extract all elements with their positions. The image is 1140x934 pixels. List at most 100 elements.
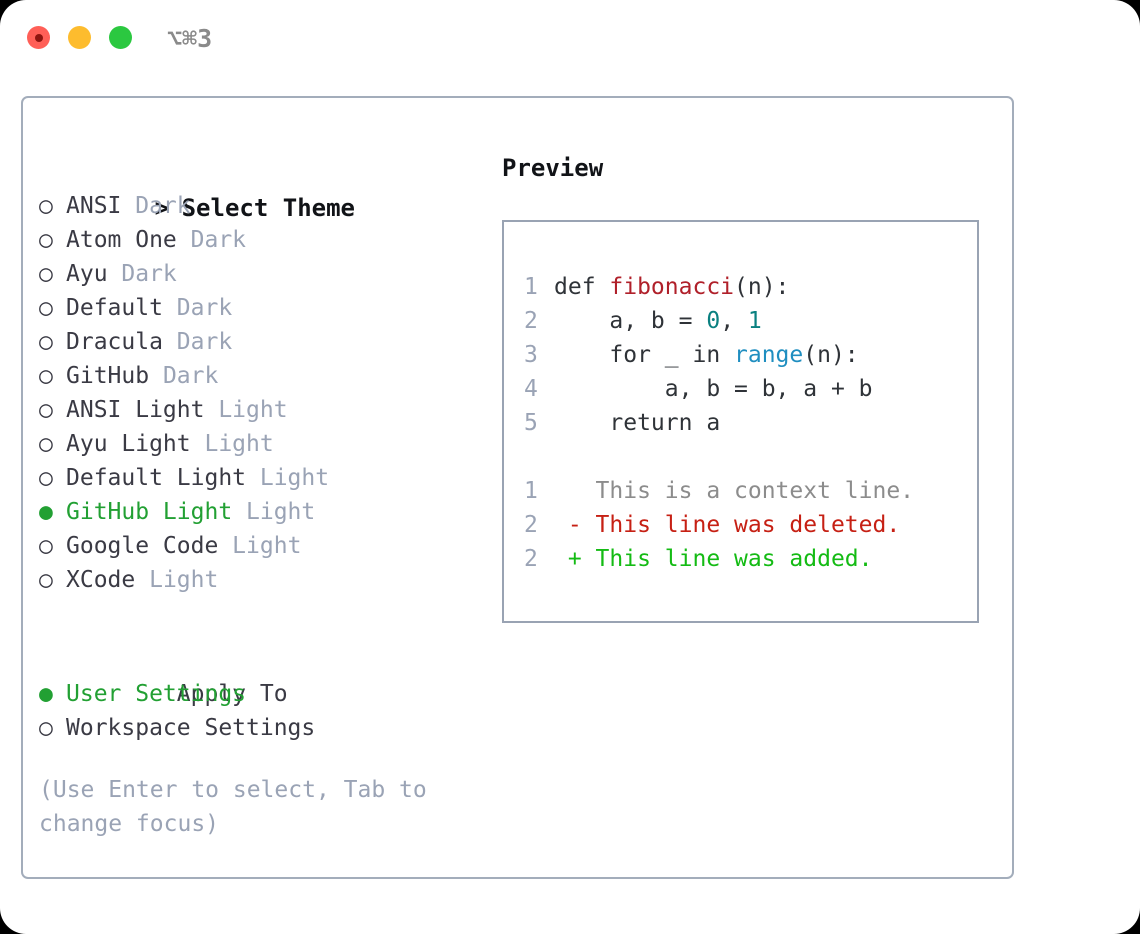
apply-to-options[interactable]: ● User Settings ○ Workspace Settings	[39, 677, 489, 745]
diff-line: 2 - This line was deleted.	[524, 508, 977, 542]
theme-item-category: Dark	[149, 363, 219, 389]
theme-item-category: Light	[204, 397, 288, 423]
theme-item-category: Dark	[162, 329, 233, 355]
diff-sample: 1 This is a context line.2 - This line w…	[524, 474, 977, 576]
keyboard-hint-text: (Use Enter to select, Tab to change focu…	[39, 777, 427, 837]
radio-unselected-icon: ○	[39, 363, 53, 389]
page-title: Select Theme	[181, 194, 355, 222]
code-token: def	[554, 274, 610, 300]
theme-item-label: ANSI Light	[66, 397, 205, 423]
theme-item-category: Light	[190, 431, 274, 457]
theme-list[interactable]: ○ ANSI Dark ○ Atom One Dark ○ Ayu Dark ○ Defaul…	[39, 189, 489, 597]
theme-list-item[interactable]: ○ Ayu Dark	[39, 257, 489, 291]
theme-list-item[interactable]: ○ ANSI Dark	[39, 189, 489, 223]
radio-selected-icon: ●	[39, 681, 53, 707]
radio-unselected-icon: ○	[39, 261, 53, 287]
line-number: 2	[524, 308, 538, 334]
theme-list-item[interactable]: ○ Ayu Light Light	[39, 427, 489, 461]
diff-text: - This line was deleted.	[554, 512, 901, 538]
apply-to-option[interactable]: ● User Settings	[39, 677, 489, 711]
radio-unselected-icon: ○	[39, 533, 53, 559]
diff-text: This is a context line.	[554, 478, 915, 504]
theme-item-label: Atom One	[66, 227, 177, 253]
theme-list-item[interactable]: ○ GitHub Dark	[39, 359, 489, 393]
diff-line: 2 + This line was added.	[524, 542, 977, 576]
keyboard-shortcut-label: ⌥⌘3	[167, 24, 213, 53]
radio-unselected-icon: ○	[39, 329, 53, 355]
radio-unselected-icon: ○	[39, 431, 53, 457]
code-token: 1	[747, 308, 762, 334]
diff-text: + This line was added.	[554, 546, 873, 572]
theme-item-label: Dracula	[66, 329, 163, 355]
theme-item-label: ANSI	[66, 193, 122, 219]
theme-item-label: GitHub Light	[66, 499, 233, 525]
diff-line: 1 This is a context line.	[524, 474, 977, 508]
theme-list-column: > Select Theme ○ ANSI Dark ○ Atom One Dark ○ A…	[39, 151, 489, 841]
theme-list-item[interactable]: ○ Google Code Light	[39, 529, 489, 563]
window-controls	[27, 26, 132, 49]
radio-unselected-icon: ○	[39, 397, 53, 423]
radio-unselected-icon: ○	[39, 295, 53, 321]
theme-item-label: GitHub	[66, 363, 150, 389]
theme-list-item[interactable]: ○ Default Light Light	[39, 461, 489, 495]
section-spacer	[39, 597, 489, 643]
line-number: 1	[524, 478, 538, 504]
radio-selected-icon: ●	[39, 499, 53, 525]
radio-unselected-icon: ○	[39, 465, 53, 491]
theme-item-label: Default Light	[66, 465, 247, 491]
radio-unselected-icon: ○	[39, 227, 53, 253]
line-number: 1	[524, 274, 538, 300]
radio-unselected-icon: ○	[39, 193, 53, 219]
code-token: (n):	[803, 342, 859, 368]
theme-item-label: Google Code	[66, 533, 219, 559]
theme-item-category: Dark	[121, 193, 191, 219]
code-token: a, b = b, a + b	[554, 376, 873, 402]
theme-list-item[interactable]: ○ ANSI Light Light	[39, 393, 489, 427]
code-token: return a	[554, 410, 721, 436]
close-button[interactable]	[27, 26, 50, 49]
theme-item-label: Ayu	[66, 261, 108, 287]
theme-item-category: Light	[135, 567, 219, 593]
line-number: 4	[524, 376, 538, 402]
apply-to-label: Workspace Settings	[66, 715, 316, 741]
title-bar: ⌥⌘3	[0, 0, 1140, 76]
theme-list-item[interactable]: ○XCode Light	[39, 563, 489, 597]
code-token: for _ in	[554, 342, 735, 368]
theme-list-item[interactable]: ● GitHub Light Light	[39, 495, 489, 529]
apply-to-option[interactable]: ○ Workspace Settings	[39, 711, 489, 745]
theme-list-item[interactable]: ○ Default Dark	[39, 291, 489, 325]
code-token: a, b =	[554, 308, 707, 334]
code-token: range	[734, 342, 804, 368]
theme-item-category: Light	[232, 499, 316, 525]
line-number: 3	[524, 342, 538, 368]
theme-item-label: Ayu Light	[66, 431, 191, 457]
apply-to-label: User Settings	[66, 681, 247, 707]
theme-item-label: Default	[66, 295, 163, 321]
code-spacer	[524, 440, 977, 474]
radio-unselected-icon: ○	[39, 715, 53, 741]
theme-list-header: > Select Theme	[39, 151, 489, 222]
code-token: 0	[706, 308, 721, 334]
code-line: 5 return a	[524, 406, 977, 440]
minimize-button[interactable]	[68, 26, 91, 49]
theme-item-label: XCode	[66, 567, 136, 593]
theme-item-category: Light	[246, 465, 330, 491]
theme-item-category: Dark	[107, 261, 177, 287]
theme-list-item[interactable]: ○ Atom One Dark	[39, 223, 489, 257]
code-line: 4 a, b = b, a + b	[524, 372, 977, 406]
theme-item-category: Dark	[176, 227, 247, 253]
theme-item-category: Dark	[162, 295, 233, 321]
prompt-caret-icon: >	[154, 194, 170, 222]
theme-list-item[interactable]: ○ Dracula Dark	[39, 325, 489, 359]
code-line: 3 for _ in range(n):	[524, 338, 977, 372]
code-line: 2 a, b = 0, 1	[524, 304, 977, 338]
zoom-button[interactable]	[109, 26, 132, 49]
theme-item-category: Light	[218, 533, 302, 559]
preview-title: Preview	[502, 154, 604, 182]
line-number: 5	[524, 410, 538, 436]
